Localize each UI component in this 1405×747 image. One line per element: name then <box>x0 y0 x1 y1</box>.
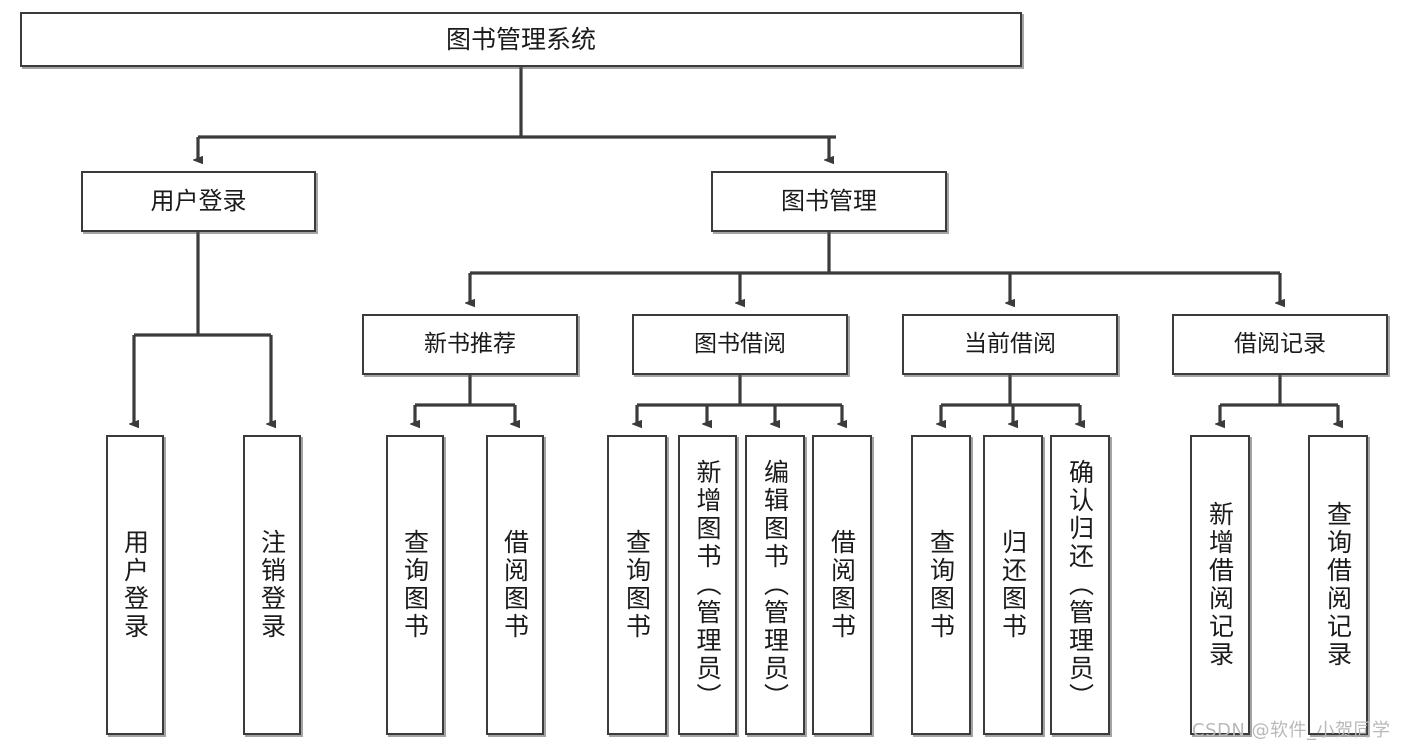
node-label: 借阅记录 <box>1234 330 1326 357</box>
leaf-user-logout[interactable]: 注销登录 <box>243 435 301 735</box>
leaf-edit-book[interactable]: 编辑图书（管理员） <box>745 435 805 735</box>
node-label: 注销登录 <box>257 529 287 641</box>
node-label: 图书管理系统 <box>445 24 596 54</box>
node-label: 确认归还（管理员） <box>1065 459 1095 711</box>
leaf-query-book-rec[interactable]: 查询图书 <box>386 435 444 735</box>
node-label: 编辑图书（管理员） <box>760 459 790 711</box>
node-label: 新增借阅记录 <box>1205 501 1235 669</box>
node-borrow-record[interactable]: 借阅记录 <box>1172 314 1388 375</box>
node-label: 查询图书 <box>926 529 956 641</box>
node-label: 新增图书（管理员） <box>693 459 722 711</box>
leaf-query-record[interactable]: 查询借阅记录 <box>1308 435 1368 735</box>
csdn-watermark: CSDN @软件_小贺同学 <box>1192 720 1391 741</box>
leaf-confirm-return[interactable]: 确认归还（管理员） <box>1050 435 1110 735</box>
node-label: 用户登录 <box>150 187 247 216</box>
node-label: 借阅图书 <box>500 529 530 641</box>
leaf-borrow-book-rec[interactable]: 借阅图书 <box>486 435 544 735</box>
node-label: 归还图书 <box>998 529 1028 641</box>
node-label: 查询借阅记录 <box>1323 501 1353 669</box>
node-label: 图书借阅 <box>694 330 786 357</box>
leaf-user-login[interactable]: 用户登录 <box>106 435 164 735</box>
node-label: 新书推荐 <box>424 330 516 357</box>
node-label: 查询图书 <box>622 529 652 641</box>
node-label: 图书管理 <box>781 187 877 216</box>
leaf-add-book[interactable]: 新增图书（管理员） <box>678 435 737 735</box>
leaf-return-book[interactable]: 归还图书 <box>983 435 1043 735</box>
leaf-add-record[interactable]: 新增借阅记录 <box>1190 435 1250 735</box>
node-root-system[interactable]: 图书管理系统 <box>20 12 1022 67</box>
node-label: 当前借阅 <box>964 330 1056 357</box>
node-label: 查询图书 <box>400 529 430 641</box>
node-label: 借阅图书 <box>827 529 857 641</box>
node-current-borrow[interactable]: 当前借阅 <box>902 314 1118 375</box>
node-label: 用户登录 <box>120 529 150 641</box>
leaf-query-book-cur[interactable]: 查询图书 <box>911 435 971 735</box>
node-book-manage[interactable]: 图书管理 <box>711 171 947 232</box>
leaf-borrow-book[interactable]: 借阅图书 <box>812 435 872 735</box>
node-user-login[interactable]: 用户登录 <box>81 171 316 232</box>
node-book-borrow[interactable]: 图书借阅 <box>632 314 848 375</box>
node-new-book-rec[interactable]: 新书推荐 <box>362 314 578 375</box>
leaf-query-book[interactable]: 查询图书 <box>607 435 667 735</box>
